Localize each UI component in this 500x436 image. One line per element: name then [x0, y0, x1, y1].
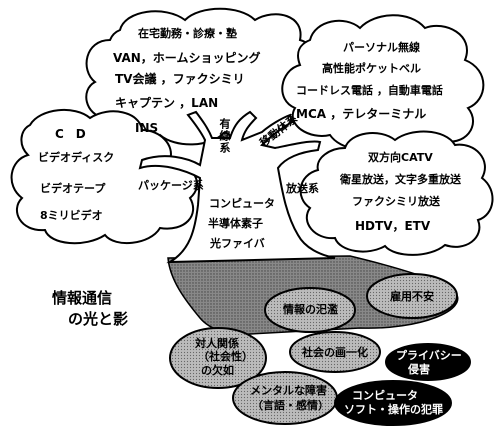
wired-item-3: TV会議 ，ファクシミリ [115, 72, 245, 86]
shadow-item-crime-1: コンピュータ [352, 389, 418, 402]
blob-information-gap [264, 287, 356, 333]
trunk-item-2: 半導体素子 [208, 217, 263, 230]
mobile-item-3: コードレス電話 ，自動車電話 [296, 84, 443, 97]
shadow-item-privacy-2: 侵害 [408, 363, 430, 376]
blob-employment-anxiety [366, 273, 458, 319]
shadow-item-mental-1: メンタルな障害 [250, 384, 327, 397]
mobile-item-1: パーソナル無線 [343, 41, 420, 54]
tree-trunk [138, 110, 336, 264]
wired-item-2: VAN，ホームショッピング [113, 51, 261, 65]
shadow-item-interpersonal-3: の欠如 [201, 364, 234, 377]
shadow-item-crime-2: ソフト・操作の犯罪 [344, 403, 443, 416]
package-item-2: ビデオディスク [38, 151, 115, 164]
shadow-item-mental-2: （言語・感情） [252, 399, 329, 412]
cloud-package [10, 108, 199, 245]
shadow-item-interpersonal-1: 対人関係 [195, 337, 239, 350]
shadow-title-line1: 情報通信 [52, 289, 113, 307]
package-item-1: C D [55, 127, 86, 141]
broadcast-item-4: HDTV，ETV [355, 219, 431, 233]
label-wired: 有線系 [218, 118, 231, 154]
shadow-item-interpersonal-2: （社会性） [198, 350, 253, 363]
shadow-title-line2: の光と影 [68, 310, 129, 328]
mobile-item-4: MCA ，テレターミナル [296, 107, 427, 121]
shadow-item-homogenization: 社会の画一化 [302, 346, 368, 359]
blob-privacy [385, 343, 471, 381]
shadow-item-privacy-1: プライバシー [396, 349, 462, 362]
wired-item-4: キャプテン ，LAN [115, 96, 219, 110]
mobile-item-2: 高性能ポケットベル [322, 62, 421, 75]
blob-homogenization [289, 331, 381, 373]
package-item-3: ビデオテープ [40, 182, 106, 195]
shadow-item-employment: 雇用不安 [390, 290, 434, 303]
blob-computer-crime [334, 380, 452, 426]
shadow-item-information-gap: 情報の汜濫 [283, 303, 338, 316]
broadcast-item-1: 双方向CATV [368, 151, 433, 164]
label-package: パッケージ系 [138, 179, 204, 192]
broadcast-item-2: 衛星放送，文字多重放送 [340, 173, 461, 186]
wired-item-5: INS [135, 121, 159, 135]
trunk-item-1: コンピュータ [209, 197, 275, 210]
blob-interpersonal [169, 327, 267, 389]
wired-item-1: 在宅勤務・診療・塾 [138, 27, 237, 40]
package-item-4: 8ミリビデオ [40, 209, 103, 222]
cloud-broadcast [299, 130, 494, 256]
trunk-item-3: 光ファイバ [210, 237, 265, 250]
label-broadcast: 放送系 [286, 182, 319, 195]
broadcast-item-3: ファクシミリ放送 [352, 195, 440, 208]
blob-mental-disorder [232, 371, 338, 425]
